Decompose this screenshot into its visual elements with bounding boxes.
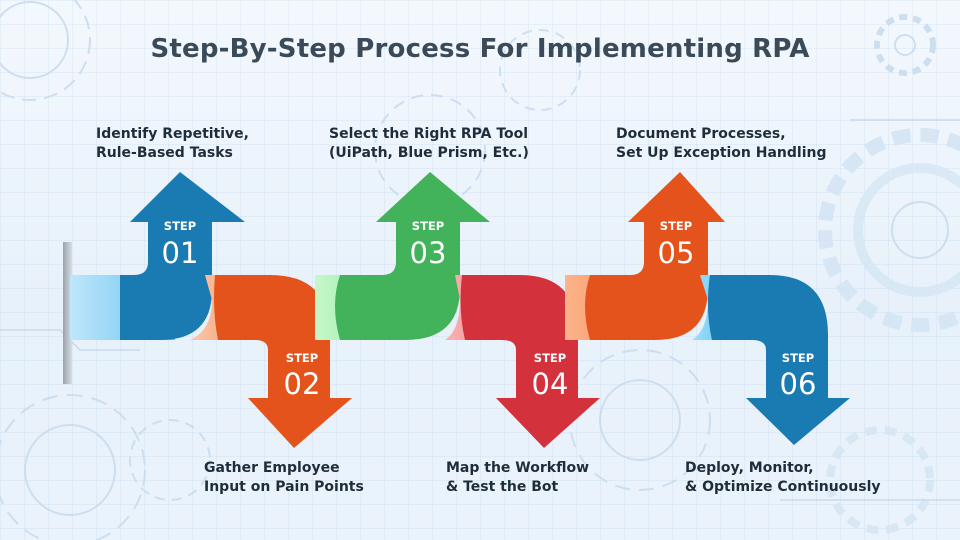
step-02-caption-line1: Gather Employee [204,459,364,478]
step-03-label: STEP [412,219,444,233]
step-02-number: 02 [284,367,321,401]
step-05-number: 05 [658,236,695,270]
step-01-caption: Identify Repetitive, Rule-Based Tasks [96,125,249,163]
step-05-caption-line1: Document Processes, [616,125,827,144]
step-01-caption-line2: Rule-Based Tasks [96,144,249,163]
step-02-label: STEP [286,351,318,365]
step-01-label: STEP [164,219,196,233]
step-03-caption: Select the Right RPA Tool (UiPath, Blue … [329,125,529,163]
step-04-label: STEP [534,351,566,365]
step-05-label: STEP [660,219,692,233]
step-02-caption-line2: Input on Pain Points [204,478,364,497]
step-04-caption-line1: Map the Workflow [446,459,589,478]
step-02-caption: Gather Employee Input on Pain Points [204,459,364,497]
step-06-caption-line1: Deploy, Monitor, [685,459,881,478]
step-04-number: 04 [532,367,569,401]
step-06-number: 06 [780,367,817,401]
step-04-caption: Map the Workflow & Test the Bot [446,459,589,497]
step-06-label: STEP [782,351,814,365]
step-01-caption-line1: Identify Repetitive, [96,125,249,144]
step-03-number: 03 [410,236,447,270]
step-05-caption-line2: Set Up Exception Handling [616,144,827,163]
step-06-caption-line2: & Optimize Continuously [685,478,881,497]
step-06-arrow [708,275,850,445]
step-06-caption: Deploy, Monitor, & Optimize Continuously [685,459,881,497]
step-05-arrow [585,172,725,340]
step-05-caption: Document Processes, Set Up Exception Han… [616,125,827,163]
step-03-caption-line2: (UiPath, Blue Prism, Etc.) [329,144,529,163]
step-04-caption-line2: & Test the Bot [446,478,589,497]
step-03-caption-line1: Select the Right RPA Tool [329,125,529,144]
step-01-number: 01 [162,236,199,270]
